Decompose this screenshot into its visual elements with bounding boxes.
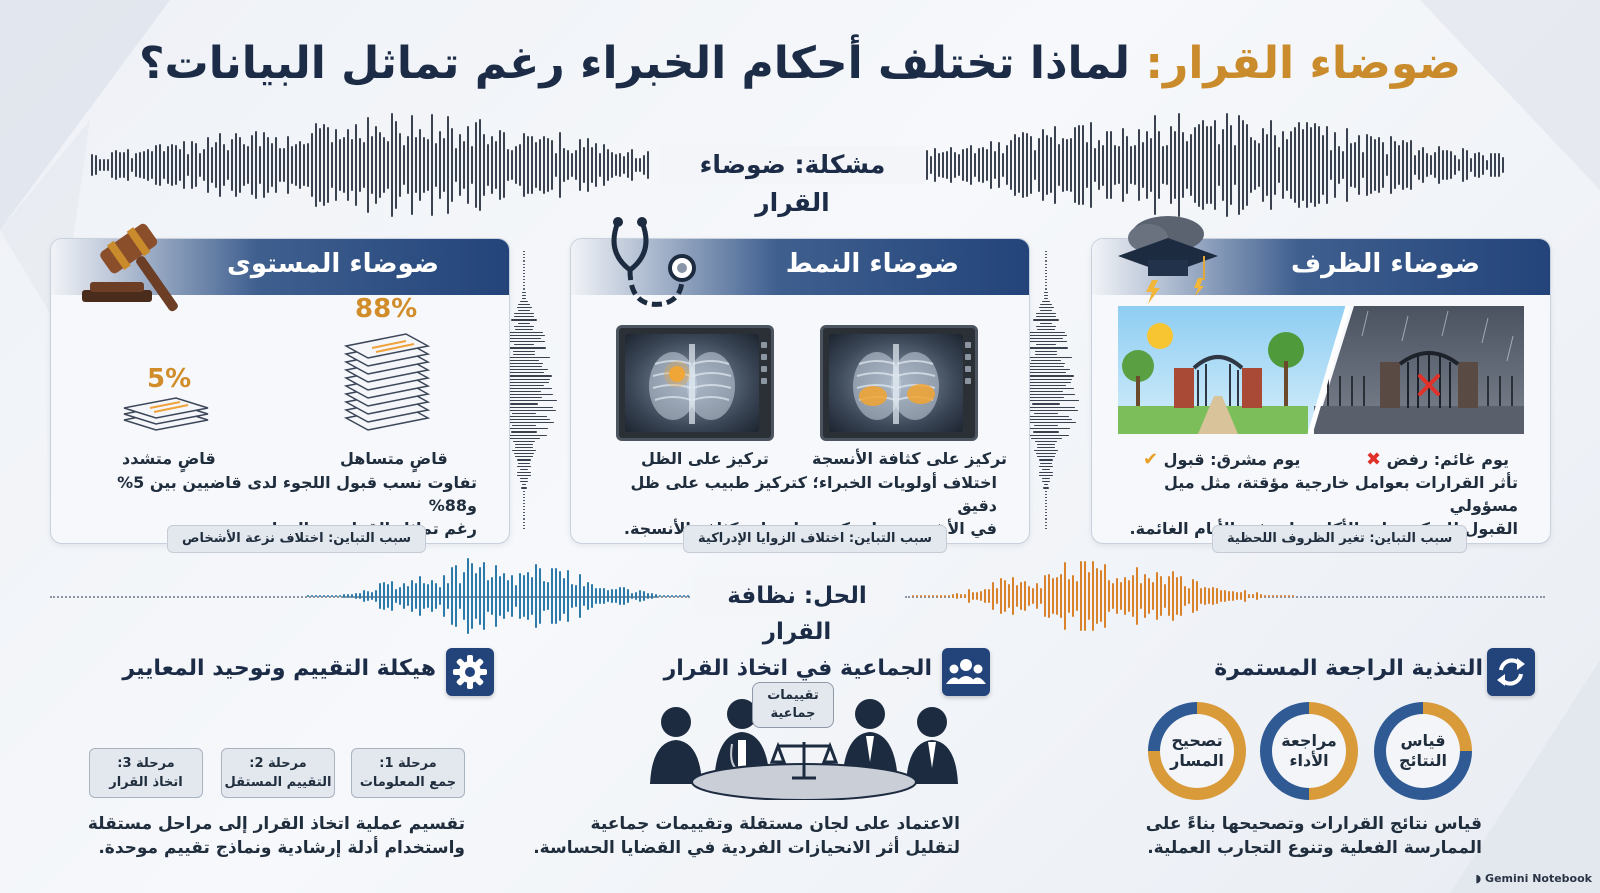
ring-label: قياس النتائج: [1386, 714, 1460, 788]
bubble-text: تقييمات جماعية: [767, 688, 819, 721]
xray-caption-tissue: تركيز على كثافة الأنسجة: [812, 449, 1008, 468]
lenient-judge-label: قاضٍ متساهل: [340, 449, 448, 468]
progress-ring: قياس النتائج: [1374, 702, 1472, 800]
solution-label: الحل: نظافة القرار: [694, 578, 900, 645]
description-line: لتقليل أثر الانحيازات الفردية في القضايا…: [533, 838, 960, 858]
collective-description: الاعتماد على لجان مستقلة وتقييمات جماعية…: [533, 812, 960, 860]
graduation-cap-storm-icon: [1118, 216, 1218, 304]
stage-label: جمع المعلومات: [359, 775, 457, 790]
strict-percentage: 5%: [147, 364, 192, 394]
panel-title: ضوضاء الظرف: [1290, 249, 1480, 279]
gavel-icon: [82, 223, 178, 312]
weather-gate-scene: [1118, 306, 1524, 434]
good-day-label: يوم مشرق: قبول: [1163, 450, 1301, 469]
gear-icon: [446, 648, 494, 696]
panel-title: ضوضاء المستوى: [227, 249, 439, 279]
group-people-icon: [942, 648, 990, 696]
stage-box: مرحلة 1: جمع المعلومات: [351, 748, 465, 798]
speech-bubble: تقييمات جماعية: [752, 682, 834, 728]
check-icon: ✔: [1143, 449, 1159, 470]
stage-box: مرحلة 3: اتخاذ القرار: [89, 748, 203, 798]
strict-judge-label: قاضٍ متشدد: [122, 449, 216, 468]
stage-box: مرحلة 2: التقييم المستقل: [221, 748, 335, 798]
stage-label: اتخاذ القرار: [109, 775, 183, 790]
ring-label: تصحيح المسار: [1160, 714, 1234, 788]
noise-squiggle: [1006, 250, 1086, 530]
noise-waveform-right: [925, 110, 1505, 220]
lenient-percentage: 88%: [355, 294, 418, 324]
feedback-description: قياس نتائج القرارات وتصحيحها بناءً على ا…: [1146, 812, 1482, 860]
description-line: الممارسة الفعلية وتنوع التجارب العملية.: [1147, 838, 1482, 858]
stage-number: مرحلة 1:: [379, 756, 437, 771]
x-icon: ✖: [1366, 449, 1382, 470]
xray-monitor-tissue: [820, 325, 978, 441]
clean-waveform-blue: [300, 550, 690, 642]
ring-label: مراجعة الأداء: [1272, 714, 1346, 788]
progress-ring: مراجعة الأداء: [1260, 702, 1358, 800]
progress-ring: تصحيح المسار: [1148, 702, 1246, 800]
bad-day-caption: يوم غائم: رفض ✖: [1366, 449, 1509, 470]
small-paper-stack-icon: [123, 397, 209, 431]
collective-title: الجماعية في اتخاذ القرار: [663, 656, 932, 681]
good-day-caption: يوم مشرق: قبول ✔: [1143, 449, 1300, 470]
stage-label: التقييم المستقل: [224, 775, 332, 790]
monitor-buttons: [963, 342, 971, 390]
description-line: قياس نتائج القرارات وتصحيحها بناءً على: [1145, 814, 1482, 834]
refresh-icon: [1487, 648, 1535, 696]
structure-description: تقسيم عملية اتخاذ القرار إلى مراحل مستقل…: [88, 812, 465, 860]
description-line: اختلاف أولويات الخبراء؛ كتركيز طبيب على …: [630, 473, 997, 515]
solution-dotted-line-left: [50, 596, 690, 598]
description-line: واستخدام أدلة إرشادية ونماذج تقييم موحدة…: [98, 838, 465, 858]
noise-squiggle: [484, 250, 564, 530]
description-line: تأثر القرارات بعوامل خارجية مؤقتة، مثل م…: [1163, 473, 1518, 515]
description-line: تفاوت نسب قبول اللجوء لدى قاضيين بين 5% …: [117, 473, 477, 515]
lungs-icon: [649, 344, 735, 424]
xray-caption-shadow: تركيز على الظل: [641, 449, 769, 468]
committee-illustration: [650, 699, 958, 800]
stethoscope-icon: [611, 217, 696, 307]
title-main: لماذا تختلف أحكام الخبراء رغم تماثل البي…: [138, 38, 1131, 89]
cause-badge: سبب التباين: اختلاف الزوايا الإدراكية: [683, 525, 947, 553]
xray-image: [829, 334, 963, 432]
xray-monitor-shadow: [616, 325, 774, 441]
panel-title: ضوضاء النمط: [785, 249, 959, 279]
brand-text: Gemini Notebook: [1485, 872, 1592, 885]
monitor-buttons: [759, 342, 767, 390]
lungs-icon: [853, 344, 939, 424]
feedback-title: التغذية الراجعة المستمرة: [1214, 656, 1483, 681]
xray-image: [625, 334, 759, 432]
bad-day-label: يوم غائم: رفض: [1386, 450, 1509, 469]
brand-watermark: ◗ Gemini Notebook: [1475, 872, 1592, 885]
structure-title: هيكلة التقييم وتوحيد المعايير: [122, 656, 436, 681]
stage-number: مرحلة 2:: [249, 756, 307, 771]
description-line: تقسيم عملية اتخاذ القرار إلى مراحل مستقل…: [87, 814, 465, 834]
noise-waveform-left: [90, 110, 650, 220]
title-accent: ضوضاء القرار:: [1145, 38, 1462, 89]
clean-waveform-orange: [905, 550, 1295, 642]
stage-number: مرحلة 3:: [117, 756, 175, 771]
description-line: الاعتماد على لجان مستقلة وتقييمات جماعية: [590, 814, 960, 834]
problem-label: مشكلة: ضوضاء القرار: [660, 146, 925, 217]
cause-badge: سبب التباين: اختلاف نزعة الأشخاص: [167, 525, 427, 553]
brand-icon: ◗: [1475, 872, 1482, 885]
large-paper-stack-icon: [343, 333, 431, 431]
page-title: ضوضاء القرار: لماذا تختلف أحكام الخبراء …: [0, 38, 1600, 89]
cause-badge: سبب التباين: تغير الظروف اللحظية: [1212, 525, 1468, 553]
